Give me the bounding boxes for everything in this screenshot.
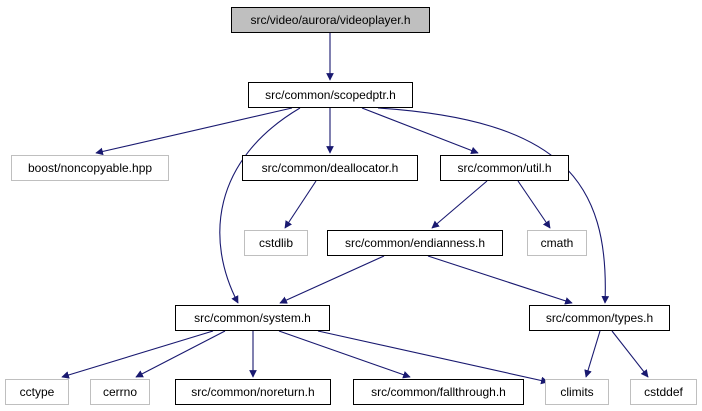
- node-label: climits: [560, 385, 593, 399]
- node-deallocator[interactable]: src/common/deallocator.h: [242, 155, 418, 181]
- node-label: src/common/scopedptr.h: [265, 88, 396, 102]
- node-box: [5, 379, 69, 405]
- node-box: [242, 155, 418, 181]
- edge-scopedptr-to-util: [361, 107, 479, 155]
- node-label: cstdlib: [259, 236, 293, 250]
- edge-system-to-climits: [317, 330, 549, 385]
- node-box: [248, 82, 413, 108]
- node-label: cmath: [541, 236, 574, 250]
- edge-system-to-cctype: [61, 330, 214, 379]
- node-label: src/common/fallthrough.h: [371, 385, 506, 399]
- node-climits: climits: [545, 379, 609, 405]
- node-box: [545, 379, 609, 405]
- node-label: cerrno: [103, 385, 137, 399]
- node-box: [90, 379, 150, 405]
- node-scopedptr[interactable]: src/common/scopedptr.h: [248, 82, 413, 108]
- node-box: [244, 230, 308, 256]
- node-cctype: cctype: [5, 379, 69, 405]
- node-cmath: cmath: [527, 230, 587, 256]
- edge-scopedptr-to-types: [377, 107, 610, 304]
- node-fallthrough[interactable]: src/common/fallthrough.h: [353, 379, 524, 405]
- node-box: [527, 230, 587, 256]
- node-cstddef: cstddef: [630, 379, 697, 405]
- node-box: [529, 305, 670, 331]
- node-label: boost/noncopyable.hpp: [28, 161, 152, 175]
- node-box: [353, 379, 524, 405]
- node-label: src/common/util.h: [457, 161, 551, 175]
- edge-deallocator-to-cstdlib: [284, 180, 317, 229]
- edge-types-to-cstddef: [611, 330, 649, 378]
- edge-types-to-climits: [584, 330, 601, 378]
- node-label: src/common/types.h: [546, 311, 653, 325]
- node-label: src/common/system.h: [194, 311, 311, 325]
- node-box: [175, 305, 330, 331]
- edge-system-to-cerrno: [135, 330, 226, 378]
- node-box: [630, 379, 697, 405]
- edge-scopedptr-to-system: [219, 107, 301, 304]
- node-videoplayer[interactable]: src/video/aurora/videoplayer.h: [231, 7, 430, 33]
- edge-util-to-endianness: [431, 180, 488, 229]
- node-label: src/common/endianness.h: [345, 236, 485, 250]
- node-noreturn[interactable]: src/common/noreturn.h: [175, 379, 331, 405]
- edge-scopedptr-to-noncopyable: [95, 107, 293, 156]
- node-noncopyable: boost/noncopyable.hpp: [11, 155, 169, 181]
- node-box: [11, 155, 169, 181]
- node-label: cctype: [20, 385, 55, 399]
- node-endianness[interactable]: src/common/endianness.h: [327, 230, 503, 256]
- edge-endianness-to-system: [279, 255, 385, 304]
- node-box: [231, 7, 430, 33]
- node-box: [175, 379, 331, 405]
- node-types[interactable]: src/common/types.h: [529, 305, 670, 331]
- node-util[interactable]: src/common/util.h: [440, 155, 569, 181]
- edge-util-to-cmath: [517, 180, 551, 229]
- edge-endianness-to-types: [427, 255, 573, 305]
- node-label: src/video/aurora/videoplayer.h: [250, 13, 410, 27]
- node-label: src/common/deallocator.h: [262, 161, 399, 175]
- node-cerrno: cerrno: [90, 379, 150, 405]
- node-label: src/common/noreturn.h: [191, 385, 314, 399]
- node-system[interactable]: src/common/system.h: [175, 305, 330, 331]
- nodes-layer: src/video/aurora/videoplayer.h src/common…: [5, 7, 697, 405]
- node-label: cstddef: [644, 385, 683, 399]
- node-box: [440, 155, 569, 181]
- node-cstdlib: cstdlib: [244, 230, 308, 256]
- edge-system-to-fallthrough: [278, 330, 411, 379]
- node-box: [327, 230, 503, 256]
